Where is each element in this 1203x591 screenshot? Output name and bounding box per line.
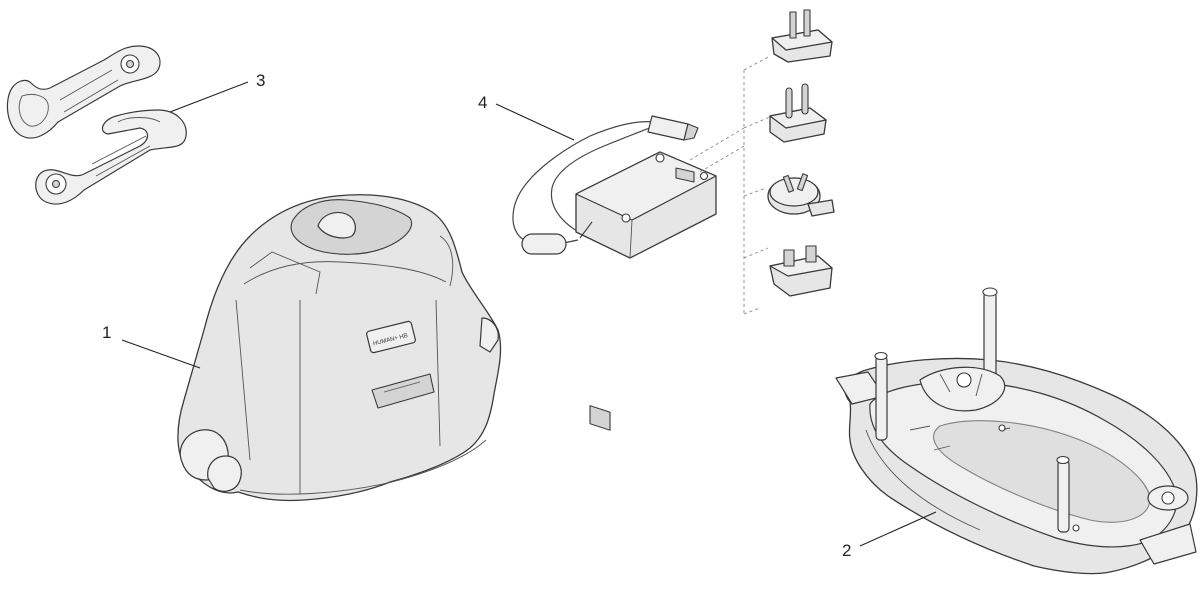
adapter-link-lines (689, 55, 773, 315)
callout-label-4: 4 (478, 93, 487, 112)
part-3-handle-clips (6, 45, 187, 205)
plug-adapter-eu (769, 83, 827, 143)
callout-2: 2 (842, 511, 937, 560)
callout-4: 4 (478, 93, 575, 141)
callout-3: 3 (169, 71, 265, 113)
plug-adapter-us (771, 9, 833, 63)
part-4-power-supply (512, 115, 717, 431)
part-2-base-tray (835, 287, 1198, 575)
callout-label-2: 2 (842, 541, 851, 560)
plug-adapter-au (767, 173, 835, 217)
part-1-main-housing: HUMAN+ HB (177, 194, 502, 502)
callout-label-1: 1 (102, 323, 111, 342)
plug-adapter-uk (769, 245, 833, 297)
callout-label-3: 3 (256, 71, 265, 90)
callout-1: 1 (102, 323, 201, 369)
